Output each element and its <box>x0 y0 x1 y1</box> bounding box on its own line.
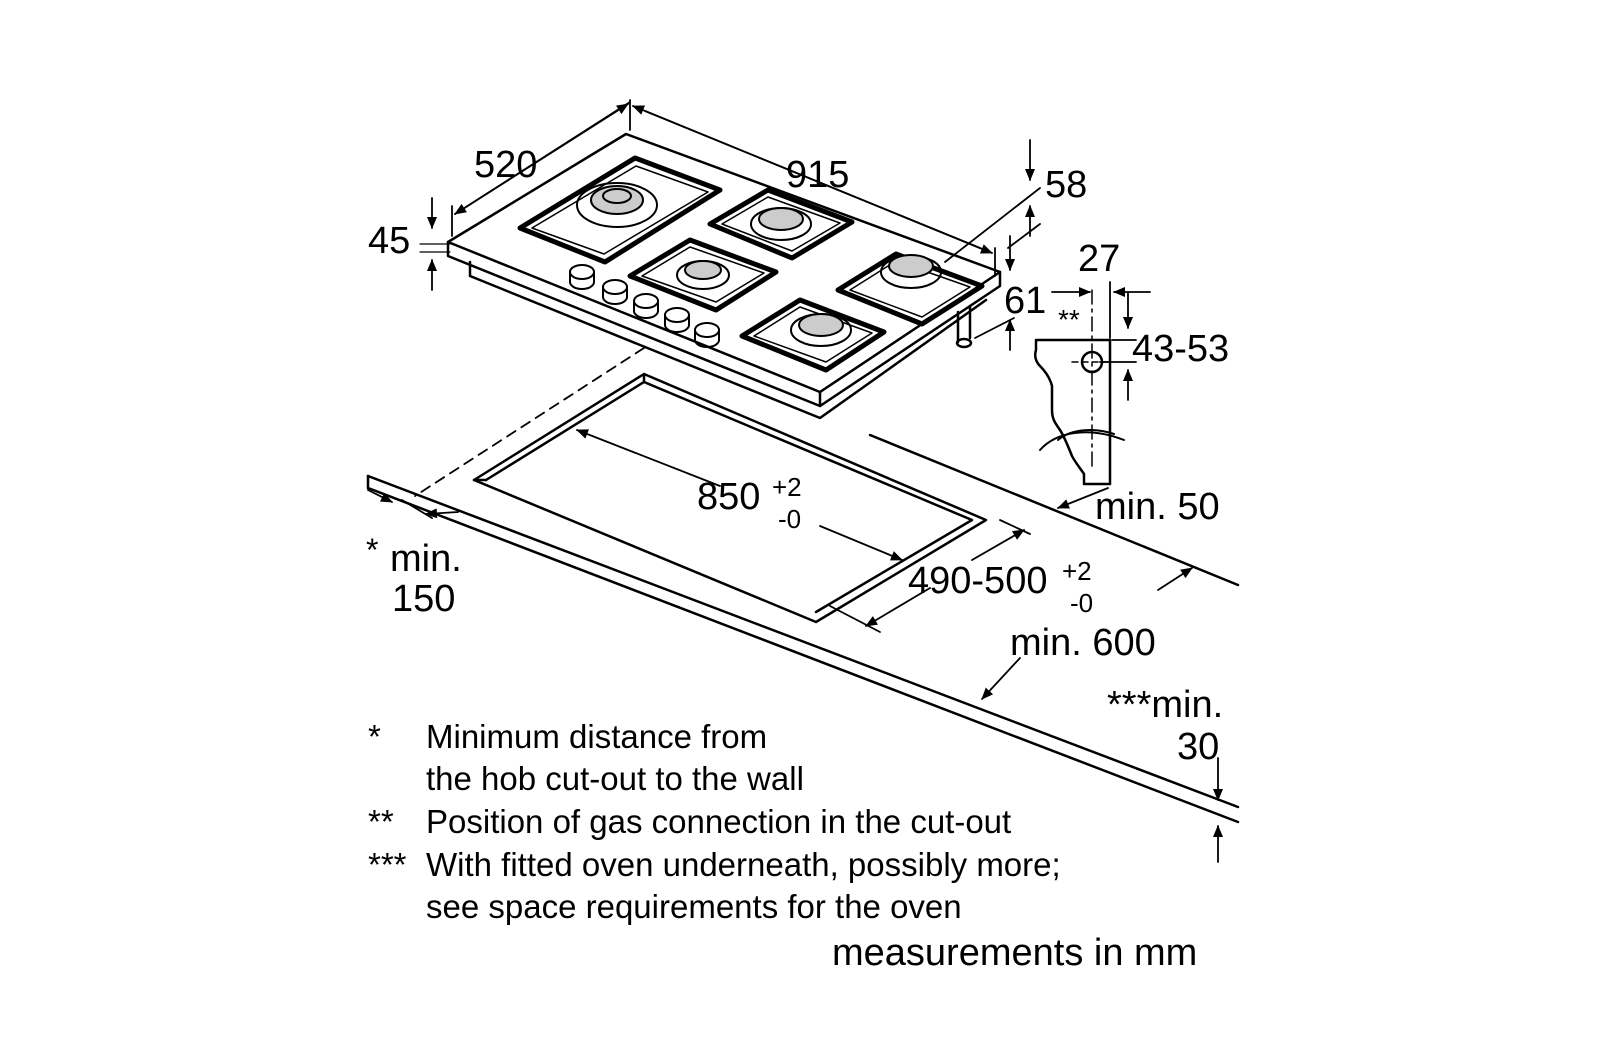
dim-min-oven-label: ***min. <box>1107 684 1224 726</box>
gas-connection-detail <box>1033 289 1125 486</box>
note-1-marker: * <box>368 718 381 755</box>
measurement-unit-note: measurements in mm <box>832 932 1198 974</box>
dim-min-rear: min. 50 <box>1095 486 1220 528</box>
dim-min-wall-label: min. <box>390 538 462 580</box>
dim-min-wall-value: 150 <box>392 578 456 620</box>
note-3-line-1: With fitted oven underneath, possibly mo… <box>426 846 1061 883</box>
note-2-marker: ** <box>368 803 394 840</box>
note-3-line-2: see space requirements for the oven <box>426 888 962 925</box>
dim-gas-offset: 27 <box>1078 238 1121 280</box>
dim-gas-height: 43-53 <box>1132 328 1230 370</box>
dimension-lines <box>367 99 1223 863</box>
gas-connection-marker: ** <box>1058 304 1080 335</box>
dim-cutout-depth-tol-plus: +2 <box>1062 556 1092 586</box>
dim-cutout-depth-tol-minus: -0 <box>1070 588 1094 618</box>
note-2-line-1: Position of gas connection in the cut-ou… <box>426 803 1012 840</box>
dim-min-worktop: min. 600 <box>1010 622 1156 664</box>
note-1-line-1: Minimum distance from <box>426 718 768 755</box>
burners <box>576 182 942 347</box>
wall-reference <box>414 347 645 497</box>
note-3-marker: *** <box>368 846 407 883</box>
worktop <box>366 433 1240 824</box>
dim-min-wall-marker: * <box>366 532 379 568</box>
note-1-line-2: the hob cut-out to the wall <box>426 760 804 797</box>
dim-height-hob: 45 <box>368 220 411 262</box>
dim-height-front: 61 <box>1004 280 1047 322</box>
dim-cutout-width-tol-plus: +2 <box>772 472 802 502</box>
pan-supports <box>517 155 985 373</box>
cutout <box>472 372 988 624</box>
dim-depth-total: 520 <box>474 144 538 186</box>
dim-cutout-width: 850 <box>697 476 761 518</box>
control-knobs <box>569 264 720 348</box>
dim-cutout-depth: 490-500 <box>908 560 1048 602</box>
dim-min-oven-value: 30 <box>1177 726 1220 768</box>
dim-cutout-width-tol-minus: -0 <box>778 504 802 534</box>
dim-height-rear: 58 <box>1045 164 1088 206</box>
dim-width-total: 915 <box>786 154 850 196</box>
